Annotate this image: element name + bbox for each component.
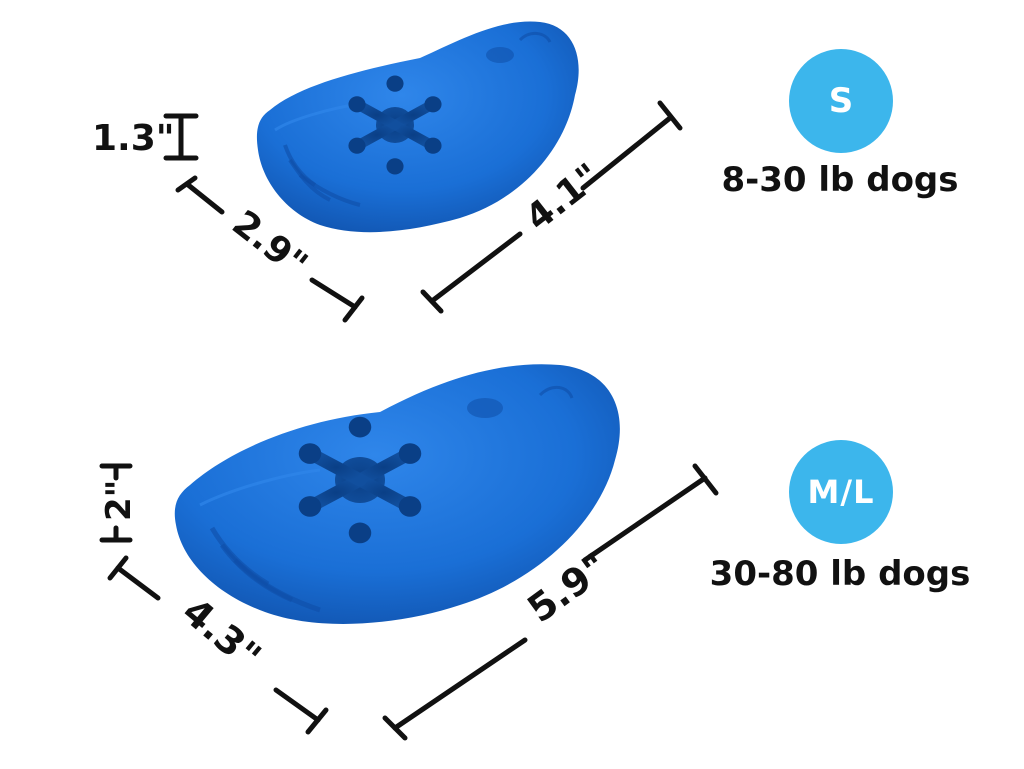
small-height-dimension — [163, 113, 199, 161]
large-width-dimension — [107, 555, 329, 735]
small-length-dimension — [420, 100, 683, 314]
size-badge-medium-large: M/L — [789, 440, 893, 544]
size-badge-small: S — [789, 49, 893, 153]
large-height-dimension — [99, 463, 133, 543]
small-toy-body — [256, 21, 579, 233]
large-height-label: 2" — [99, 480, 139, 521]
small-toy — [256, 21, 579, 233]
small-height-label: 1.3" — [92, 118, 175, 159]
small-width-dimension — [175, 175, 365, 323]
weight-range-small: 8-30 lb dogs — [721, 160, 959, 200]
large-length-dimension — [382, 463, 719, 741]
large-toy — [174, 364, 620, 624]
weight-range-medium-large: 30-80 lb dogs — [709, 554, 971, 594]
